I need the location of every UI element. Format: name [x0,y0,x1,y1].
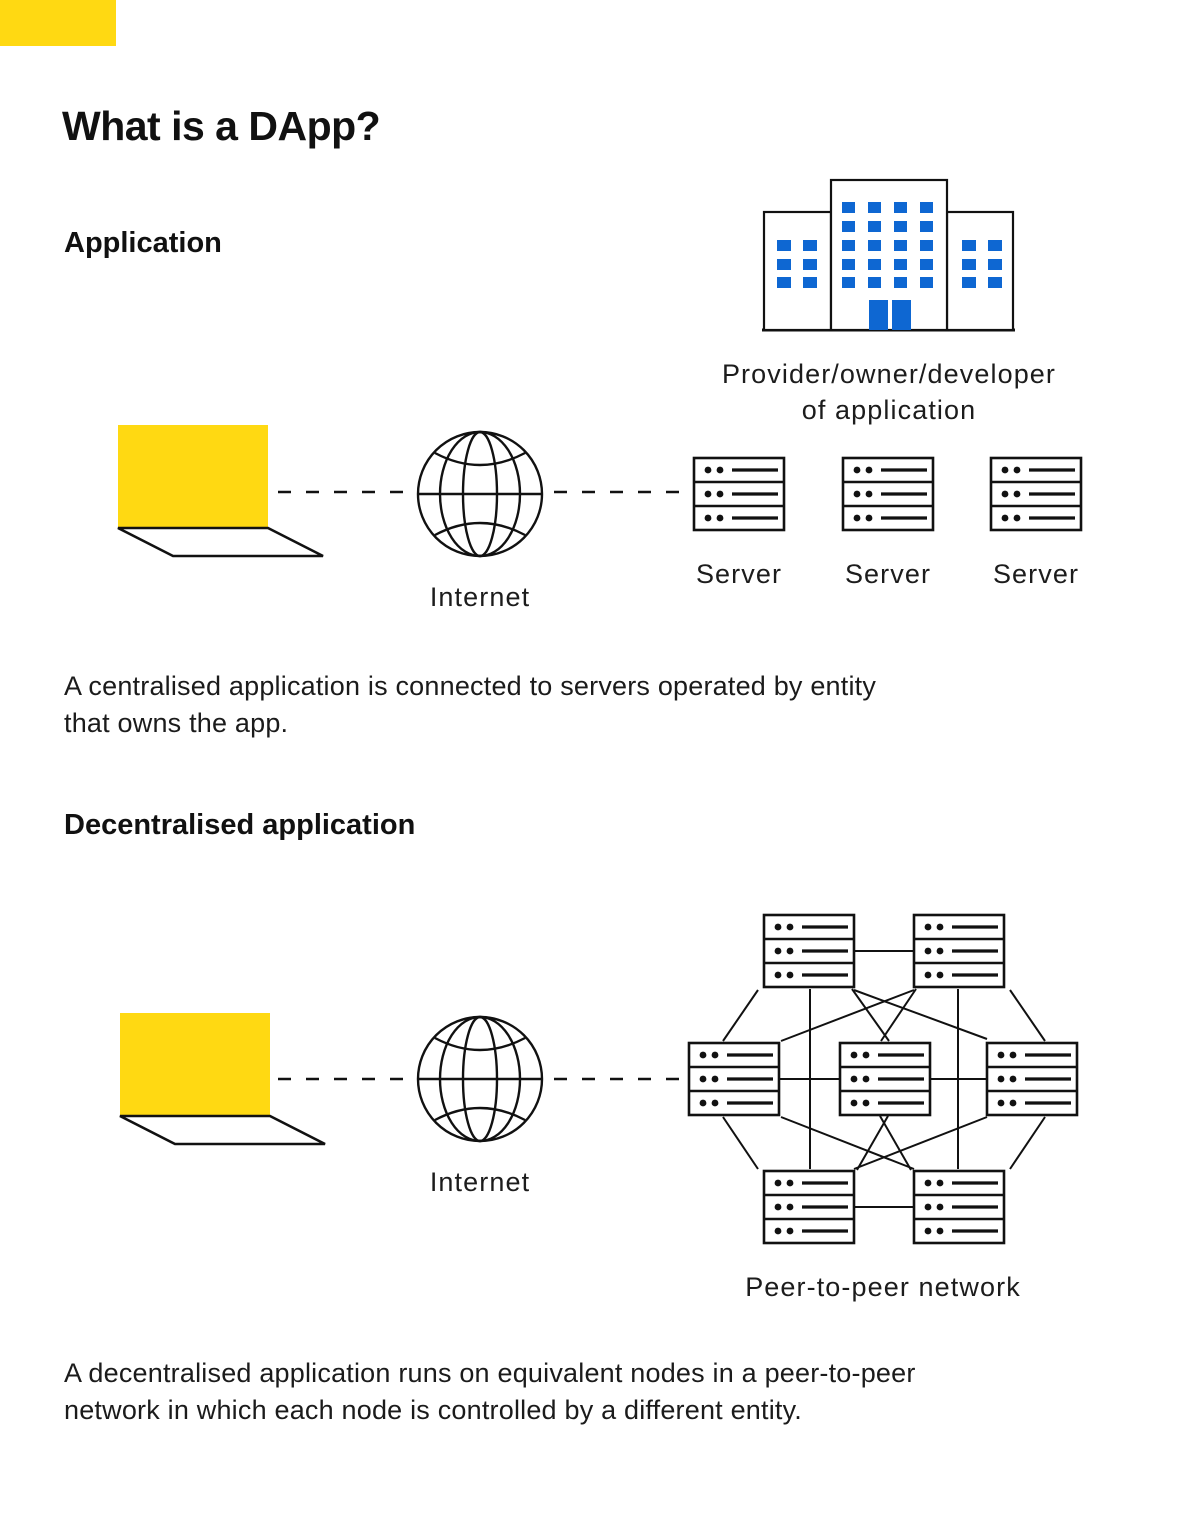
application-caption: A centralised application is connected t… [64,668,876,742]
provider-label-line1: Provider/owner/developer [721,359,1057,389]
building-icon [762,178,1015,332]
page-title: What is a DApp? [62,103,381,149]
server-icon [687,1041,781,1117]
globe-icon [416,1015,544,1143]
decentralised-caption: A decentralised application runs on equi… [64,1355,916,1429]
server-icon [985,1041,1079,1117]
provider-label: Provider/owner/developer of application [639,356,1139,428]
application-caption-line1: A centralised application is connected t… [64,671,877,701]
server-icon [912,1169,1006,1245]
server-icon [762,1169,856,1245]
server-icon [841,456,935,532]
decentralised-caption-line1: A decentralised application runs on equi… [64,1358,916,1388]
server-icon [692,456,786,532]
section-heading-application: Application [64,227,222,259]
globe-icon [416,430,544,558]
internet-label: Internet [429,1167,531,1197]
server-label: Server [844,559,932,589]
server-label: Server [695,559,783,589]
server-icon [989,456,1083,532]
application-caption-line2: that owns the app. [64,708,289,738]
decentralised-caption-line2: network in which each node is controlled… [64,1395,803,1425]
corner-accent [0,0,116,46]
peer-to-peer-network-label: Peer-to-peer network [745,1272,1021,1302]
provider-label-line2: of application [801,395,977,425]
laptop-icon [116,423,325,558]
internet-label: Internet [429,582,531,612]
server-label: Server [992,559,1080,589]
server-icon [762,913,856,989]
server-icon [838,1041,932,1117]
section-heading-decentralised: Decentralised application [64,809,416,841]
p2p-network-icon [687,913,1079,1245]
server-icon [912,913,1006,989]
laptop-icon [118,1011,327,1146]
